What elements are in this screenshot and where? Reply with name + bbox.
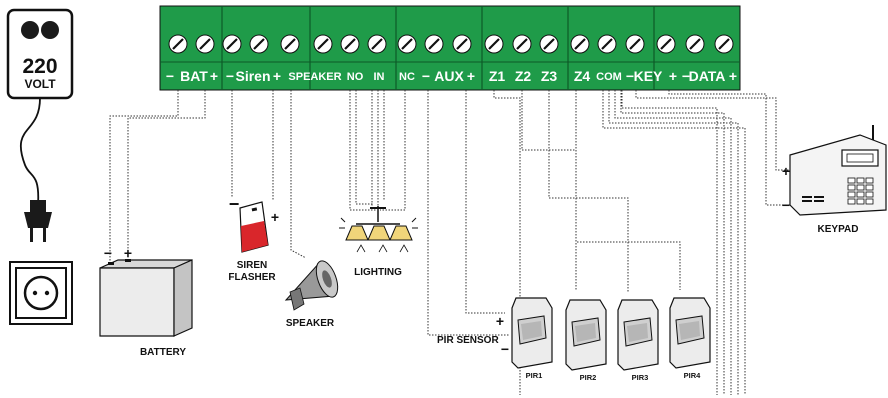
terminal-screw-icon — [280, 34, 300, 54]
keypad-key — [847, 198, 856, 205]
terminal-data-plus: + — [729, 68, 737, 84]
voltage-value: 220 — [22, 55, 57, 78]
speaker-label: SPEAKER — [286, 318, 335, 329]
terminal-screw-icon — [656, 34, 676, 54]
terminal-label-data: DATA — [689, 68, 726, 84]
keypad-key — [865, 177, 874, 184]
siren-label-line1: SIREN — [237, 260, 268, 271]
terminal-screw-icon — [714, 34, 734, 54]
terminal-key-plus: + — [669, 68, 677, 84]
keypad: + − KEYPAD — [782, 125, 887, 235]
terminal-label-z3: Z3 — [541, 68, 558, 84]
terminal-screw-icon — [484, 34, 504, 54]
terminal-screw-icon — [222, 34, 242, 54]
terminal-screw-icon — [452, 34, 472, 54]
siren-minus: − — [229, 194, 240, 214]
terminal-screw-icon — [367, 34, 387, 54]
battery-plus: + — [124, 245, 132, 261]
power-adapter: 220 VOLT — [6, 8, 74, 100]
terminal-label-nc: NC — [399, 71, 415, 83]
terminal-label-speaker: SPEAKER — [288, 71, 341, 83]
battery-minus: − — [104, 245, 112, 261]
power-cable — [19, 97, 41, 206]
battery: − + BATTERY — [99, 245, 193, 358]
keypad-plus: + — [782, 163, 790, 179]
terminal-label-bat: BAT — [180, 68, 208, 84]
terminal-label-z4: Z4 — [574, 68, 591, 84]
keypad-key — [865, 198, 874, 205]
keypad-key — [847, 184, 856, 191]
terminal-label-z1: Z1 — [489, 68, 506, 84]
terminal-label-key: KEY — [634, 68, 663, 84]
keypad-label: KEYPAD — [818, 224, 859, 235]
terminal-screws — [168, 34, 734, 54]
pir-label-2: PIR2 — [580, 373, 597, 382]
terminal-aux-plus: + — [467, 68, 475, 84]
siren-label-line2: FLASHER — [228, 272, 276, 283]
keypad-key — [856, 191, 865, 198]
terminal-label-siren: Siren — [235, 68, 270, 84]
keypad-keys — [847, 177, 874, 205]
wires — [109, 90, 790, 395]
voltage-unit: VOLT — [24, 77, 56, 91]
pir-sensors: PIR SENSOR + − — [437, 313, 509, 357]
terminal-screw-icon — [570, 34, 590, 54]
pir-sensor-3: PIR3 — [617, 299, 659, 382]
pir-sensor-1: PIR1 — [511, 297, 553, 380]
terminal-screw-icon — [168, 34, 188, 54]
keypad-key — [865, 184, 874, 191]
terminal-key-minus: − — [626, 68, 634, 84]
terminal-aux-minus: − — [422, 68, 430, 84]
terminal-label-com: COM — [596, 71, 622, 83]
pir-sensor-4: PIR4 — [669, 297, 711, 380]
terminal-data-minus: − — [682, 68, 690, 84]
terminal-label-no: NO — [347, 71, 364, 83]
pir-sensor-minus: − — [501, 341, 509, 357]
terminal-block: BAT − + Siren − + SPEAKER NO IN NC AUX −… — [159, 5, 741, 91]
terminal-screw-icon — [539, 34, 559, 54]
keypad-key — [847, 191, 856, 198]
terminal-screw-icon — [195, 34, 215, 54]
siren-plus: + — [271, 209, 279, 225]
terminal-screw-icon — [249, 34, 269, 54]
keypad-key — [865, 191, 874, 198]
terminal-label-z2: Z2 — [515, 68, 532, 84]
pir-sensor-2: PIR2 — [565, 299, 607, 382]
keypad-key — [856, 177, 865, 184]
keypad-minus: − — [782, 197, 790, 213]
terminal-screw-icon — [685, 34, 705, 54]
pir-label-3: PIR3 — [632, 373, 649, 382]
pir-label-4: PIR4 — [684, 371, 702, 380]
lighting: LIGHTING — [339, 206, 418, 278]
terminal-screw-icon — [424, 34, 444, 54]
terminal-siren-minus: − — [226, 68, 234, 84]
terminal-bat-minus: − — [166, 68, 174, 84]
terminal-screw-icon — [340, 34, 360, 54]
terminal-siren-plus: + — [273, 68, 281, 84]
terminal-screw-icon — [397, 34, 417, 54]
terminal-screw-icon — [313, 34, 333, 54]
keypad-key — [856, 184, 865, 191]
keypad-key — [856, 198, 865, 205]
terminal-screw-icon — [625, 34, 645, 54]
lighting-label: LIGHTING — [354, 267, 402, 278]
wall-socket — [9, 261, 73, 325]
battery-label: BATTERY — [140, 347, 186, 358]
speaker: SPEAKER — [284, 260, 339, 329]
siren-flasher: − + SIREN FLASHER — [228, 194, 279, 283]
pir-label-1: PIR1 — [526, 371, 543, 380]
terminal-label-in: IN — [374, 71, 385, 83]
keypad-key — [847, 177, 856, 184]
terminal-screw-icon — [597, 34, 617, 54]
terminal-screw-icon — [512, 34, 532, 54]
terminal-bat-plus: + — [210, 68, 218, 84]
power-plug — [24, 200, 52, 242]
terminal-label-aux: AUX — [434, 68, 464, 84]
pir-sensor-label: PIR SENSOR — [437, 335, 499, 346]
pir-sensor-plus: + — [496, 313, 504, 329]
